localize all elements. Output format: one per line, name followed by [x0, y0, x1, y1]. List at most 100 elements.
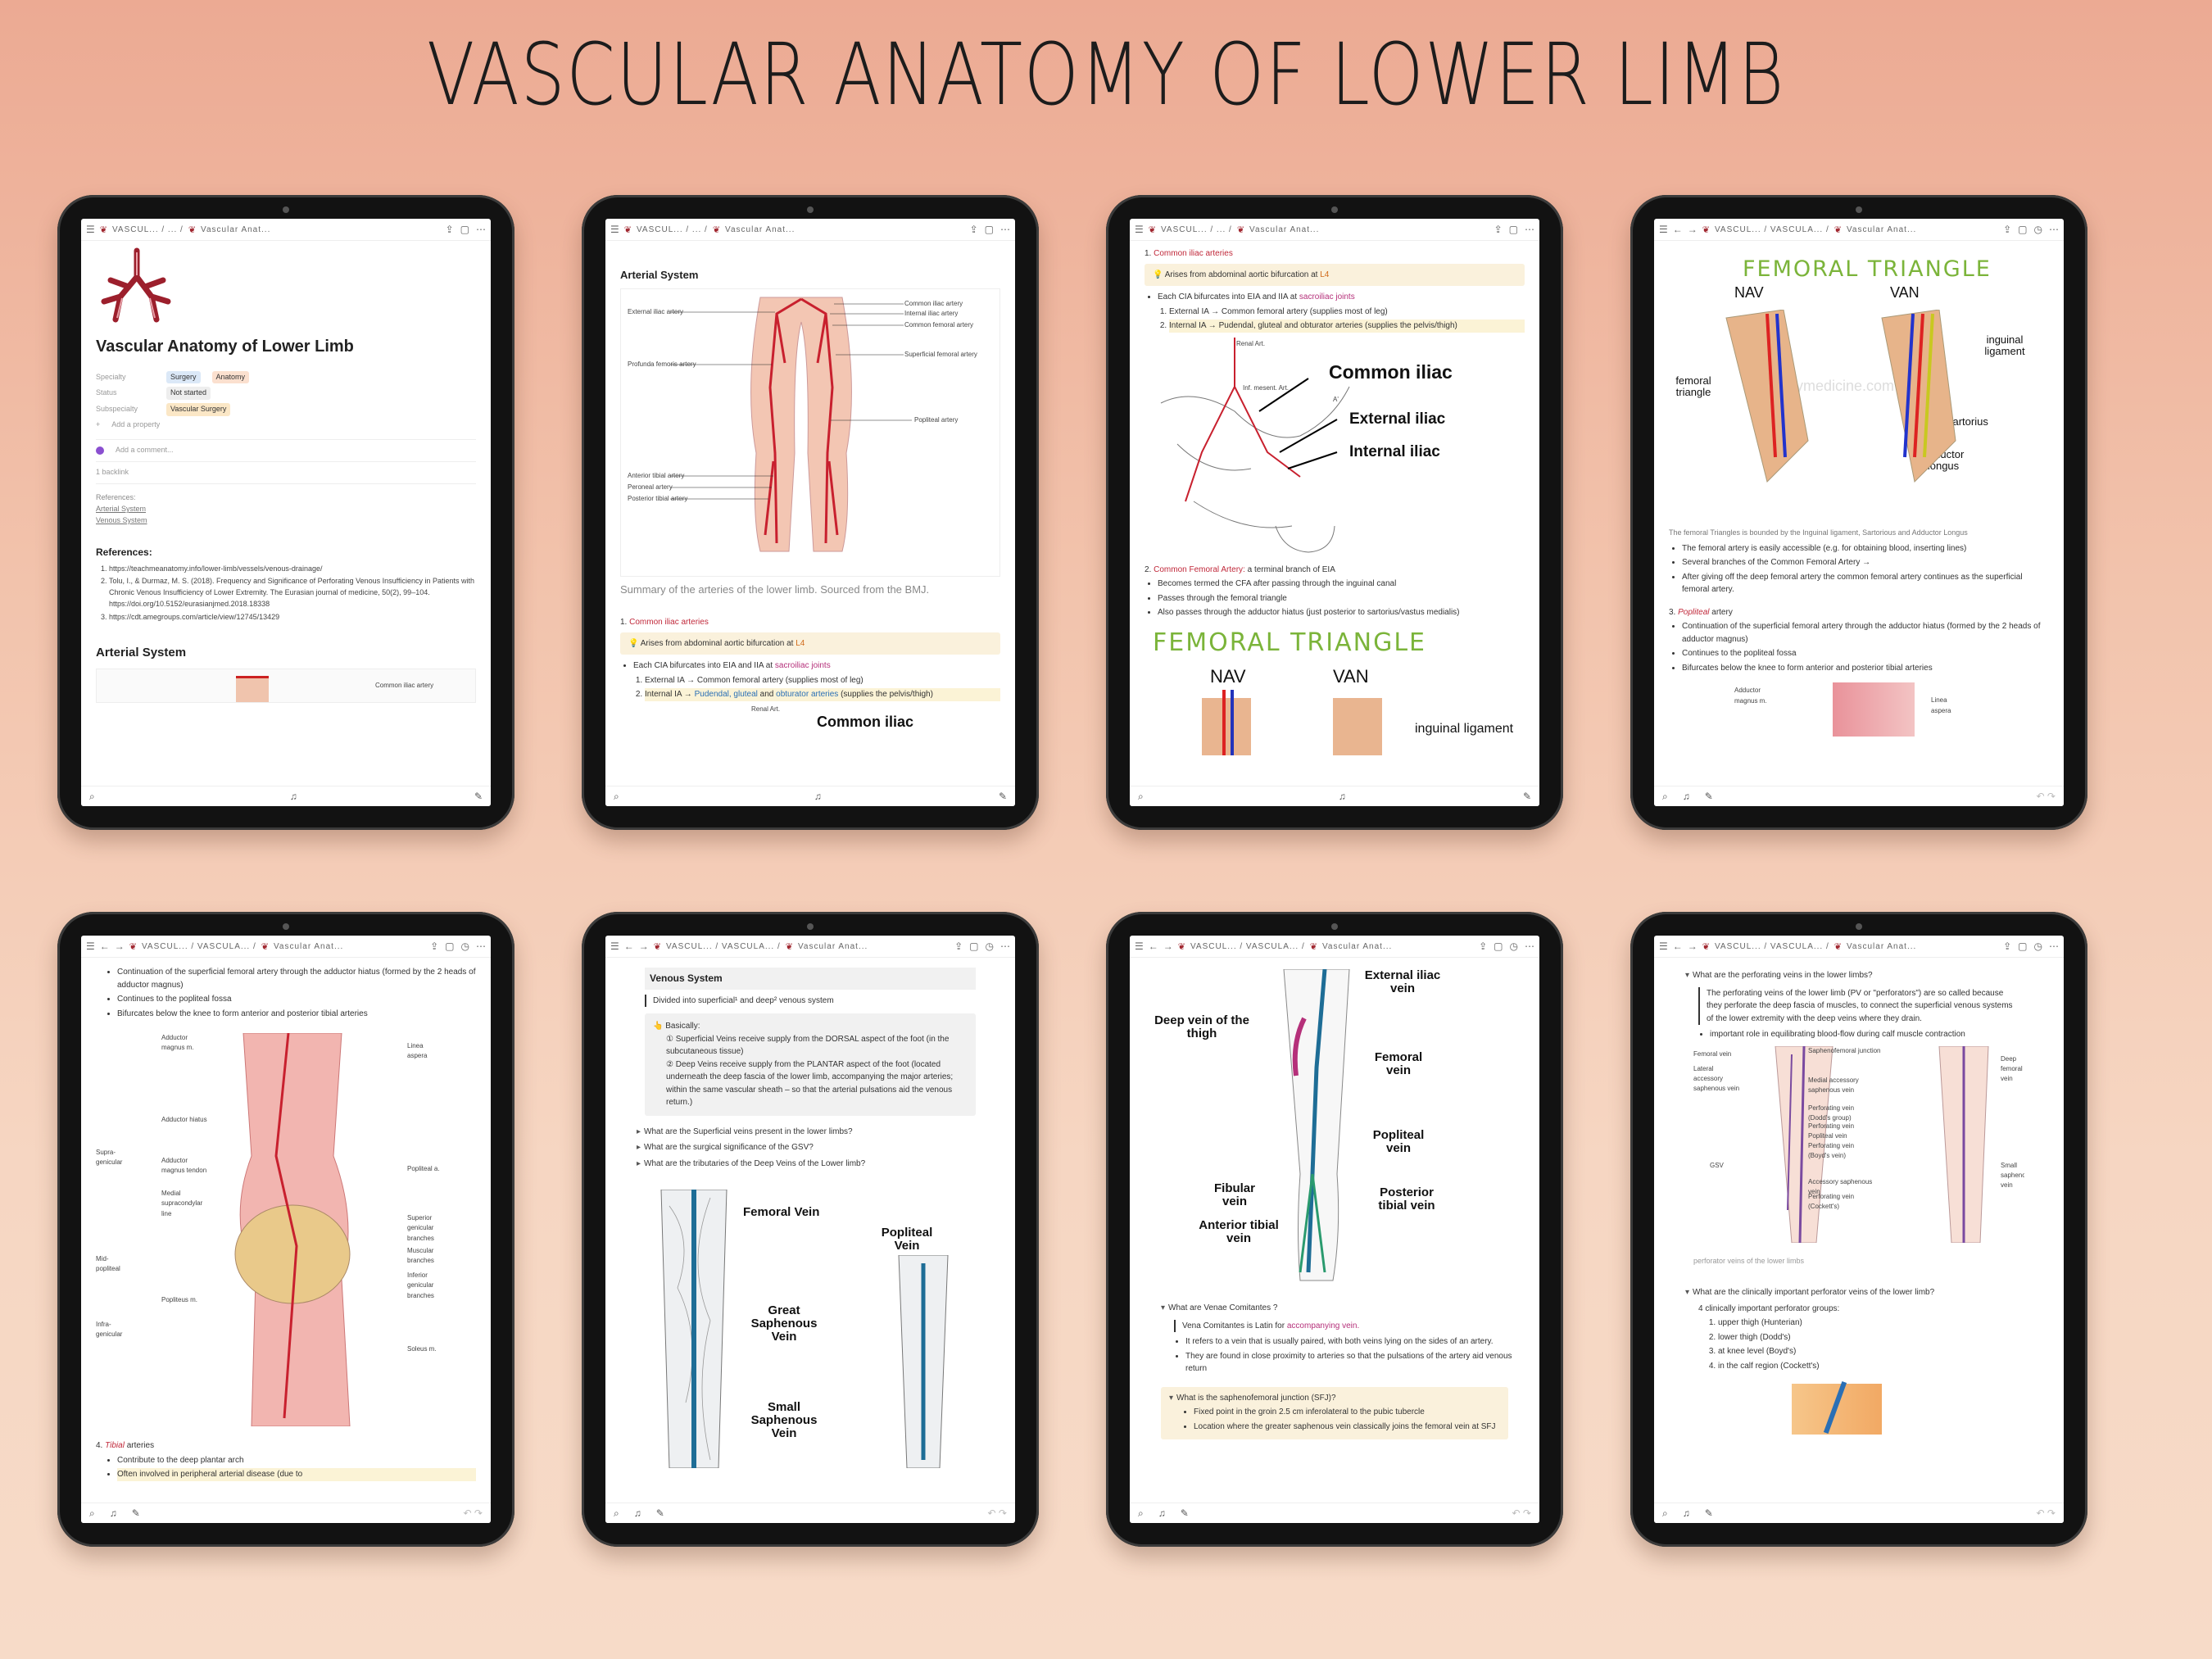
breadcrumb-page[interactable]: Vascular Anat...: [1846, 224, 1917, 234]
menu-icon[interactable]: ☰: [1135, 941, 1144, 952]
forward-arrow-icon[interactable]: →: [1687, 941, 1698, 952]
breadcrumb[interactable]: VASCUL... / ... /: [111, 224, 184, 234]
share-icon[interactable]: ⇪: [445, 224, 454, 235]
more-icon[interactable]: ⋯: [1000, 941, 1010, 952]
tag[interactable]: Vascular Surgery: [166, 403, 231, 417]
comment-icon[interactable]: ▢: [1508, 224, 1518, 235]
ref-link[interactable]: Venous System: [96, 516, 147, 524]
bell-icon[interactable]: ♫: [109, 1507, 117, 1519]
edit-icon[interactable]: ✎: [1704, 1507, 1713, 1519]
forward-arrow-icon[interactable]: →: [1163, 941, 1173, 952]
breadcrumb[interactable]: VASCUL... / VASCULA... /: [1714, 224, 1829, 234]
reference-item[interactable]: https://cdt.amegroups.com/article/view/1…: [109, 612, 476, 623]
search-icon[interactable]: ⌕: [89, 790, 95, 802]
back-arrow-icon[interactable]: ←: [623, 941, 634, 952]
toggle-item[interactable]: ▸What are the surgical significance of t…: [637, 1143, 814, 1153]
comment-icon[interactable]: ▢: [460, 224, 469, 235]
toggle-item[interactable]: ▾What are the clinically important perfo…: [1685, 1288, 1935, 1298]
back-arrow-icon[interactable]: ←: [1672, 224, 1683, 235]
comment-icon[interactable]: ▢: [969, 941, 979, 952]
breadcrumb[interactable]: VASCUL... / ... /: [1160, 224, 1232, 234]
menu-icon[interactable]: ☰: [86, 941, 95, 952]
tag[interactable]: Anatomy: [211, 370, 250, 384]
undo-icon[interactable]: ↶ ↷: [1512, 1507, 1531, 1519]
edit-icon[interactable]: ✎: [1522, 791, 1531, 802]
comment-icon[interactable]: ▢: [1494, 941, 1503, 952]
more-icon[interactable]: ⋯: [2049, 941, 2059, 952]
toggle-item[interactable]: ▸What are the Superficial veins present …: [637, 1126, 853, 1136]
breadcrumb[interactable]: VASCUL... / VASCULA... /: [1190, 941, 1305, 951]
more-icon[interactable]: ⋯: [1525, 941, 1534, 952]
edit-icon[interactable]: ✎: [1704, 791, 1713, 802]
more-icon[interactable]: ⋯: [476, 941, 486, 952]
menu-icon[interactable]: ☰: [1135, 224, 1144, 235]
backlink[interactable]: 1 backlink: [96, 468, 129, 477]
undo-icon[interactable]: ↶ ↷: [987, 1507, 1007, 1519]
toggle-item[interactable]: ▾What are the perforating veins in the l…: [1685, 971, 1873, 980]
add-comment[interactable]: Add a comment...: [96, 445, 476, 456]
add-property[interactable]: +Add a property: [96, 420, 161, 429]
breadcrumb-page[interactable]: Vascular Anat...: [1321, 941, 1393, 951]
breadcrumb-page[interactable]: Vascular Anat...: [201, 224, 271, 234]
share-icon[interactable]: ⇪: [1494, 224, 1503, 235]
search-icon[interactable]: ⌕: [1662, 1507, 1668, 1519]
search-icon[interactable]: ⌕: [614, 1507, 619, 1519]
undo-icon[interactable]: ↶ ↷: [2036, 1507, 2056, 1519]
clock-icon[interactable]: ◷: [1509, 941, 1518, 952]
bell-icon[interactable]: ♫: [814, 791, 822, 802]
bell-icon[interactable]: ♫: [633, 1507, 641, 1519]
undo-icon[interactable]: ↶ ↷: [463, 1507, 483, 1519]
edit-icon[interactable]: ✎: [655, 1507, 664, 1519]
breadcrumb-page[interactable]: Vascular Anat...: [797, 941, 868, 951]
more-icon[interactable]: ⋯: [1000, 224, 1010, 235]
breadcrumb-page[interactable]: Vascular Anat...: [1846, 941, 1917, 951]
clock-icon[interactable]: ◷: [460, 941, 469, 952]
search-icon[interactable]: ⌕: [1138, 1507, 1144, 1519]
list-item[interactable]: Several branches of the Common Femoral A…: [1682, 556, 2049, 569]
more-icon[interactable]: ⋯: [2049, 224, 2059, 235]
share-icon[interactable]: ⇪: [430, 941, 439, 952]
menu-icon[interactable]: ☰: [1659, 941, 1668, 952]
edit-icon[interactable]: ✎: [474, 791, 483, 802]
share-icon[interactable]: ⇪: [954, 941, 963, 952]
clock-icon[interactable]: ◷: [2033, 224, 2042, 235]
status-badge[interactable]: Not started: [166, 387, 211, 401]
back-arrow-icon[interactable]: ←: [1148, 941, 1158, 952]
share-icon[interactable]: ⇪: [2003, 224, 2012, 235]
clock-icon[interactable]: ◷: [985, 941, 994, 952]
share-icon[interactable]: ⇪: [1479, 941, 1488, 952]
forward-arrow-icon[interactable]: →: [638, 941, 649, 952]
more-icon[interactable]: ⋯: [476, 224, 486, 235]
menu-icon[interactable]: ☰: [86, 224, 95, 235]
bell-icon[interactable]: ♫: [1158, 1507, 1166, 1519]
menu-icon[interactable]: ☰: [610, 224, 619, 235]
menu-icon[interactable]: ☰: [610, 941, 619, 952]
tag[interactable]: Surgery: [166, 370, 201, 384]
edit-icon[interactable]: ✎: [998, 791, 1007, 802]
more-icon[interactable]: ⋯: [1525, 224, 1534, 235]
breadcrumb[interactable]: VASCUL... / VASCULA... /: [665, 941, 781, 951]
search-icon[interactable]: ⌕: [614, 790, 619, 802]
ref-link[interactable]: Arterial System: [96, 505, 147, 514]
back-arrow-icon[interactable]: ←: [99, 941, 110, 952]
share-icon[interactable]: ⇪: [969, 224, 978, 235]
breadcrumb[interactable]: VASCUL... / VASCULA... /: [1714, 941, 1829, 951]
breadcrumb-page[interactable]: Vascular Anat...: [273, 941, 344, 951]
breadcrumb-page[interactable]: Vascular Anat...: [1249, 224, 1320, 234]
search-icon[interactable]: ⌕: [1138, 790, 1144, 802]
bell-icon[interactable]: ♫: [1338, 791, 1346, 802]
forward-arrow-icon[interactable]: →: [114, 941, 125, 952]
toggle-item[interactable]: ▸What are the tributaries of the Deep Ve…: [637, 1158, 866, 1168]
comment-icon[interactable]: ▢: [2018, 224, 2028, 235]
search-icon[interactable]: ⌕: [89, 1507, 95, 1519]
edit-icon[interactable]: ✎: [131, 1507, 140, 1519]
breadcrumb-page[interactable]: Vascular Anat...: [725, 224, 796, 234]
toggle-item[interactable]: ▾What are Venae Comitantes ?: [1161, 1303, 1278, 1312]
reference-item[interactable]: https://teachmeanatomy.info/lower-limb/v…: [109, 564, 476, 575]
search-icon[interactable]: ⌕: [1662, 790, 1668, 802]
undo-icon[interactable]: ↶ ↷: [2036, 791, 2056, 802]
breadcrumb[interactable]: VASCUL... / ... /: [636, 224, 708, 234]
